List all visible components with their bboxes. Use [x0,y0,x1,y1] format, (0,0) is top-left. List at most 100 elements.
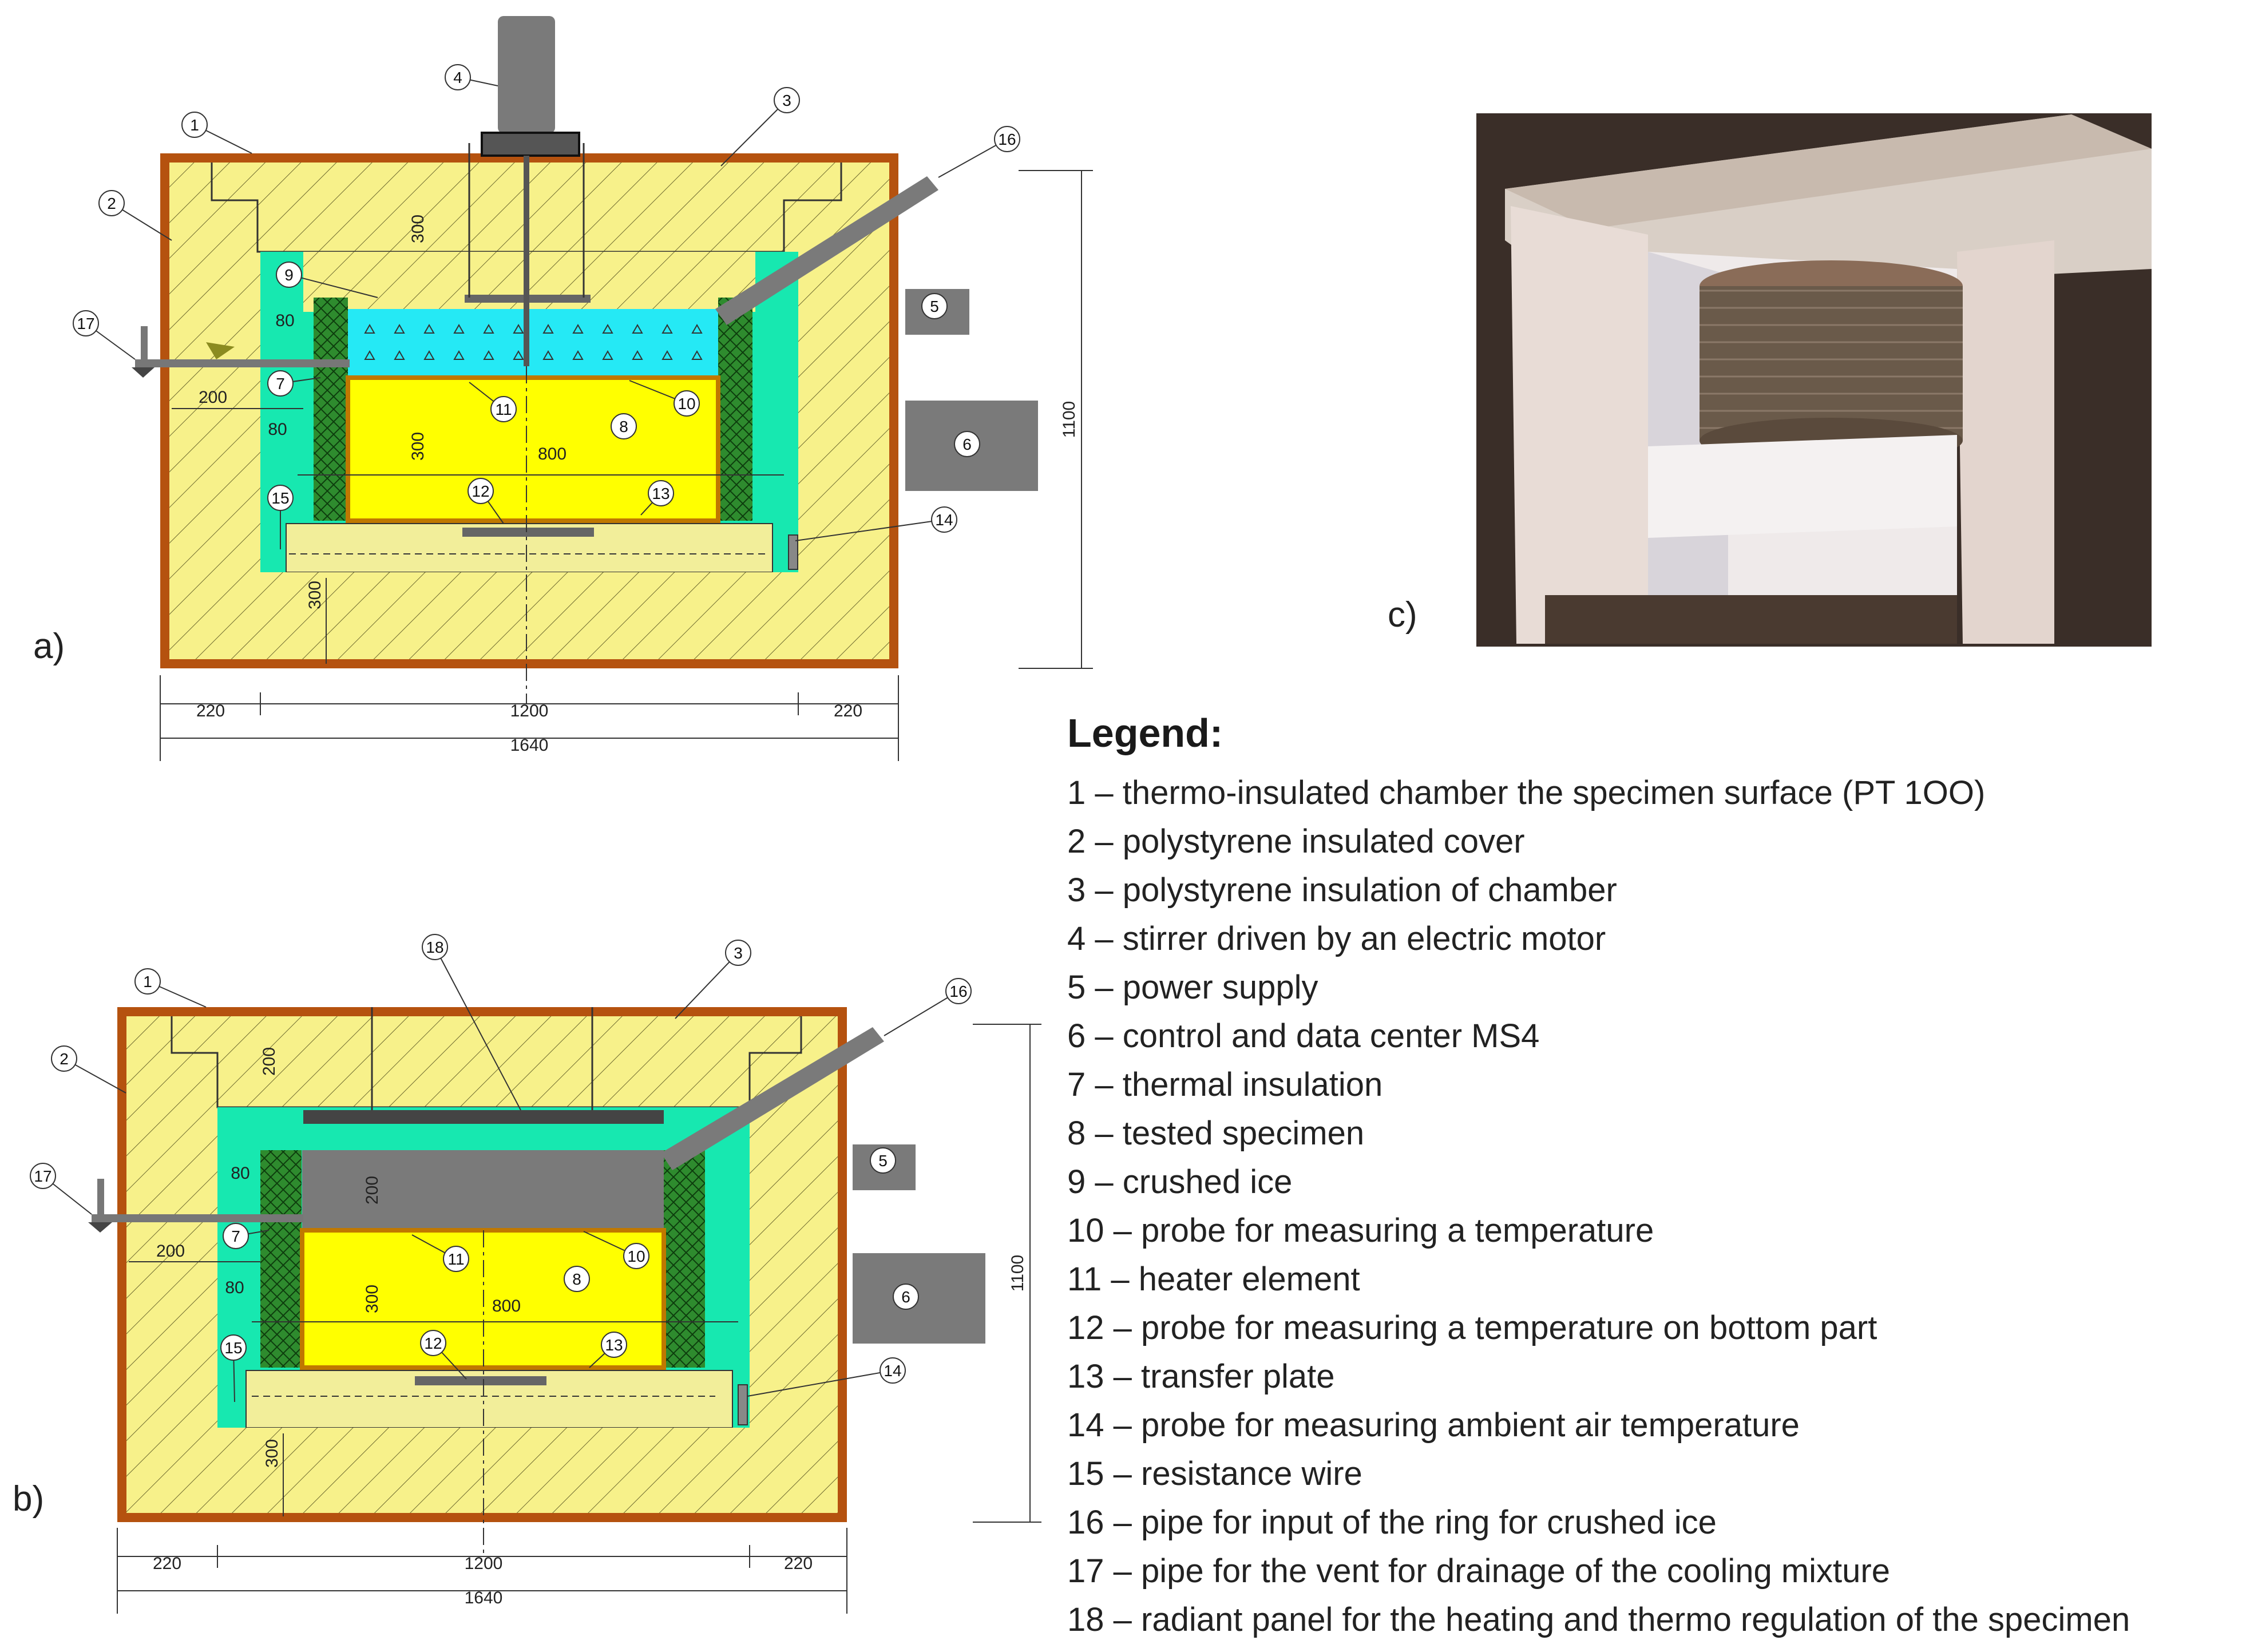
callout-number: 2 [60,1050,69,1068]
callout-number: 5 [930,298,939,315]
callout-number: 3 [734,944,743,962]
callout-number: 17 [77,315,94,332]
callout-circle [954,431,980,457]
legend-item: 2 – polystyrene insulated cover [1067,823,1525,860]
callout-number: 13 [652,485,670,502]
panel-label-c: c) [1388,595,1417,635]
callout-number: 8 [572,1270,581,1288]
vent-pipe [135,359,350,367]
callout-circle [893,1283,919,1310]
callout-bubble: 10 [629,380,700,417]
callout-number: 10 [678,395,695,413]
legend-item: 18 – radiant panel for the heating and t… [1067,1601,2130,1638]
callout-circle [98,190,125,216]
photo-c: c) [1388,113,2152,647]
legend: Legend: 1 – thermo-insulated chamber the… [1067,711,2130,1638]
dim-a-300-top: 300 [409,215,427,243]
callout-bubble: 8 [564,1266,590,1292]
dim-b-220-left: 220 [153,1554,181,1573]
dim-a-300-base: 300 [306,581,324,609]
callout-circle [611,413,637,439]
callout-number: 17 [34,1167,52,1185]
callout-circle [994,126,1020,152]
callout-number: 15 [271,489,289,507]
callout-bubble: 15 [220,1334,247,1403]
legend-item: 10 – probe for measuring a temperature [1067,1212,1654,1249]
callout-circle [921,293,948,319]
callout-number: 8 [619,418,628,435]
chamber-leg-right [1957,240,2054,644]
panel-label-a: a) [33,627,65,666]
callout-circle [267,370,294,397]
callout-number: 1 [190,116,199,134]
callout-bubble: 12 [420,1330,467,1380]
callout-bubble: 15 [267,485,294,549]
callout-bubble: 14 [747,1357,906,1397]
callout-bubble: 5 [921,293,948,319]
callout-bubble: 7 [223,1223,270,1249]
callout-bubble: 16 [938,126,1020,178]
callout-number: 14 [935,511,953,529]
dim-a-80-ins: 80 [268,420,287,439]
callout-circle [134,968,161,995]
motor-icon [498,16,555,133]
callout-bubble: 13 [640,480,674,516]
radiant-panel [303,1110,664,1124]
callout-bubble: 12 [468,478,504,524]
callout-bubble: 3 [720,87,800,167]
input-pipe [715,176,938,325]
dim-b-1100: 1100 [1008,1255,1027,1292]
callout-bubble: 11 [411,1234,469,1272]
panel-label-b: b) [13,1479,44,1519]
callout-bubble: 2 [98,190,172,241]
callout-circle [931,506,957,533]
dim-b-300-spec: 300 [363,1285,382,1313]
dim-a-200: 200 [199,388,227,407]
callout-leader [720,100,787,167]
callout-number: 7 [231,1227,240,1245]
callout-number: 18 [426,938,443,956]
dim-b-80-ins: 80 [225,1278,244,1297]
legend-item: 4 – stirrer driven by an electric motor [1067,920,1606,957]
callout-number: 13 [605,1336,623,1354]
dim-a-800: 800 [538,445,567,463]
callout-bubble: 1 [181,112,252,154]
callout-bubble: 14 [795,506,957,541]
diagram-a: 220 1200 220 1640 1100 300 80 80 200 300… [33,16,1093,761]
callout-circle [564,1266,590,1292]
callout-circle [220,1334,247,1361]
callout-leader [747,1370,893,1397]
callout-number: 7 [276,375,285,393]
legend-item: 12 – probe for measuring a temperature o… [1067,1309,1877,1346]
callout-circle [870,1147,896,1174]
callout-circle [725,940,751,966]
callout-leader [795,519,945,541]
green-insulation-left [314,298,348,521]
legend-item: 6 – control and data center MS4 [1067,1017,1539,1055]
callout-leader [675,952,739,1019]
callout-number: 6 [901,1288,910,1306]
dim-a-1100: 1100 [1060,401,1079,438]
callout-circle [648,480,674,506]
legend-item: 1 – thermo-insulated chamber the specime… [1067,774,1985,811]
callout-number: 11 [447,1250,464,1268]
callout-circle [51,1045,77,1072]
callout-bubble: 2 [51,1045,126,1094]
crushed-ice [348,309,718,378]
callout-number: 3 [782,92,791,109]
callout-bubble: 18 [422,934,521,1111]
legend-item: 15 – resistance wire [1067,1455,1362,1492]
callout-circle [774,87,800,113]
callout-bubble: 16 [884,978,972,1036]
callout-circle [223,1223,249,1249]
dim-b-800: 800 [492,1297,521,1316]
dim-b-1200: 1200 [465,1554,503,1573]
callout-bubble: 17 [30,1163,92,1215]
dim-a-80-ice: 80 [275,311,294,330]
callout-bubble: 3 [675,940,751,1019]
callout-circle [623,1243,649,1269]
callout-number: 12 [424,1334,442,1352]
callout-leader [884,991,959,1036]
callout-circle [443,1246,469,1272]
